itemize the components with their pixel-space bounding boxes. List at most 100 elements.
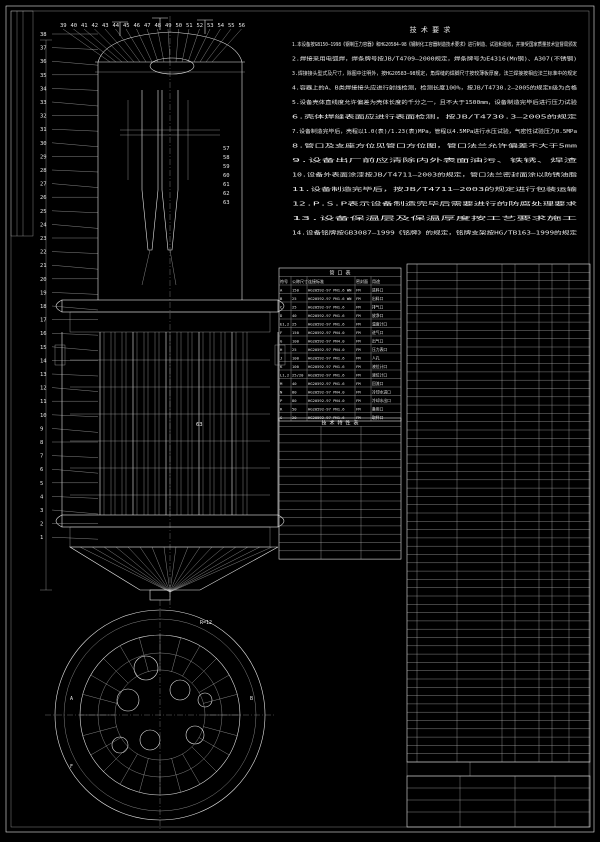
nozzle-cell: HG20592-97 PN1.6 bbox=[308, 364, 345, 369]
nozzle-cell: HG20592-97 PN1.6 bbox=[308, 406, 345, 411]
nozzle-cell: HG20592-97 PN1.6 WN bbox=[308, 296, 352, 301]
requirement-item: 7.设备制造完毕后，壳程以1.0(表)/1.23(表)MPa，管程以4.5MPa… bbox=[292, 127, 577, 135]
nozzle-cell: HG20592-97 PN4.0 bbox=[308, 389, 345, 394]
callout-left: 32 bbox=[40, 114, 47, 120]
binding-strip bbox=[10, 10, 34, 237]
char-table-title: 技 术 特 性 表 bbox=[321, 419, 358, 426]
callout-left: 2 bbox=[40, 522, 43, 528]
nozzle-cell: 排气口 bbox=[372, 304, 384, 309]
nozzle-cell: 20 bbox=[292, 415, 297, 420]
technical-requirements: 技 术 要 求 1.本设备按GB150—1998《钢制压力容器》和HG20584… bbox=[292, 25, 579, 237]
nozzle-cell: J bbox=[280, 355, 282, 360]
nozzle-cell: HG20592-97 PN1.6 bbox=[308, 381, 345, 386]
nozzle-cell: FM bbox=[356, 398, 361, 403]
nozzle-cell: HG20592-97 PN4.0 bbox=[308, 398, 345, 403]
callout-right: 60 bbox=[223, 173, 230, 179]
callout-left: 11 bbox=[40, 399, 47, 405]
callout-left: 29 bbox=[40, 154, 47, 160]
nozzle-cell: 出料口 bbox=[372, 296, 384, 301]
nozzle-cell: H bbox=[280, 347, 283, 352]
nozzle-cell: FM bbox=[356, 364, 361, 369]
nozzle-cell: 出气口 bbox=[372, 338, 384, 343]
nozzle-cell: 人孔 bbox=[372, 355, 380, 360]
callout-right: 63 bbox=[223, 200, 230, 206]
plan-label: F bbox=[70, 764, 73, 770]
nozzle-cell: F bbox=[280, 330, 283, 335]
callout-left: 35 bbox=[40, 73, 47, 79]
callout-left: 10 bbox=[40, 413, 47, 419]
nozzle-cell: D bbox=[280, 313, 283, 318]
requirement-item: 9.设备出厂前应清除内外表面油污、铁锈、焊渣 bbox=[292, 156, 579, 164]
callout-left: 38 bbox=[40, 32, 47, 38]
nozzle-cell: FM bbox=[356, 415, 361, 420]
callout-top: 53 bbox=[207, 23, 214, 29]
nozzle-cell: 备用口 bbox=[372, 406, 384, 411]
callout-left: 28 bbox=[40, 168, 47, 174]
callout-right: 61 bbox=[223, 182, 230, 188]
nozzle-cell: 进料口 bbox=[372, 287, 384, 292]
nozzle-cell: 25 bbox=[292, 296, 297, 301]
nozzle-cell: HG20592-97 PN1.6 bbox=[308, 415, 345, 420]
callout-left: 18 bbox=[40, 304, 47, 310]
nozzle-cell: 150 bbox=[292, 287, 300, 292]
callout-right: 57 bbox=[223, 146, 230, 152]
nozzle-cell: E1,2 bbox=[280, 321, 289, 326]
nozzle-cell: FM bbox=[356, 330, 361, 335]
callout-left: 3 bbox=[40, 508, 43, 514]
callout-top: 48 bbox=[155, 23, 162, 29]
callout-left: 22 bbox=[40, 250, 47, 256]
nozzle-cell: FM bbox=[356, 321, 361, 326]
tube-bundle bbox=[70, 332, 270, 515]
nozzle-cell: 80 bbox=[292, 398, 297, 403]
callout-left: 15 bbox=[40, 345, 47, 351]
nozzle-cell: M bbox=[280, 381, 283, 386]
nozzle-cell: K bbox=[280, 364, 283, 369]
nozzle-cell: 放净口 bbox=[372, 313, 384, 318]
callout-left: 37 bbox=[40, 46, 47, 52]
callout-left: 14 bbox=[40, 358, 47, 364]
callout-left: 4 bbox=[40, 494, 44, 500]
callout-left: 30 bbox=[40, 141, 47, 147]
nozzle-cell: HG20592-97 PN4.0 bbox=[308, 347, 345, 352]
callout-left: 6 bbox=[40, 467, 43, 473]
nozzle-cell: HG20592-97 PN4.0 bbox=[308, 338, 345, 343]
callout-left: 26 bbox=[40, 195, 47, 201]
callout-left: 21 bbox=[40, 263, 47, 269]
nozzle-cell: 40 bbox=[292, 381, 297, 386]
nozzle-cell: 25 bbox=[292, 321, 297, 326]
nozzle-header: 连接标准 bbox=[308, 278, 324, 284]
nozzle-cell: HG20592-97 PN1.6 bbox=[308, 313, 345, 318]
callout-top: 52 bbox=[197, 23, 204, 29]
vessel-elevation bbox=[54, 16, 286, 610]
requirement-item: 14.设备铭牌按GB3087—1999《铭牌》的规定，铭牌支架按HG/TB163… bbox=[292, 229, 577, 237]
requirement-item: 3.焊接接头型式及尺寸，除图中注明外，按HG20583—98规定，角焊缝的焊脚尺… bbox=[292, 69, 577, 77]
nozzle-cell: HG20592-97 PN4.0 bbox=[308, 330, 345, 335]
nozzle-cell: 40 bbox=[292, 313, 297, 318]
title-block bbox=[406, 761, 591, 828]
requirement-item: 4.容器上的A、B类焊接接头应进行射线检测，检测长度100%，按JB/T4730… bbox=[292, 84, 578, 92]
callout-left: 5 bbox=[40, 481, 43, 487]
nozzle-cell: FM bbox=[356, 381, 361, 386]
nozzle-cell: FM bbox=[356, 313, 361, 318]
callout-left: 9 bbox=[40, 426, 43, 432]
callout-top: 44 bbox=[113, 23, 120, 29]
nozzle-cell: A bbox=[280, 287, 283, 292]
callout-left: 7 bbox=[40, 454, 43, 460]
callout-top: 40 bbox=[71, 23, 78, 29]
nozzle-cell: 150 bbox=[292, 330, 300, 335]
nozzle-cell: 冷却水进口 bbox=[372, 389, 391, 394]
callout-left: 25 bbox=[40, 209, 47, 215]
nozzle-cell: FM bbox=[356, 406, 361, 411]
nozzle-cell: HG20592-97 PN1.6 bbox=[308, 304, 345, 309]
callout-left: 27 bbox=[40, 182, 47, 188]
callout-63: 63 bbox=[196, 422, 203, 428]
requirements-title: 技 术 要 求 bbox=[410, 25, 451, 34]
nozzle-header: 用途 bbox=[372, 278, 380, 284]
nozzle-cell: HG20592-97 PN1.6 WN bbox=[308, 287, 352, 292]
plan-label: A bbox=[70, 696, 73, 702]
parts-list bbox=[406, 263, 591, 763]
callout-top: 50 bbox=[176, 23, 183, 29]
